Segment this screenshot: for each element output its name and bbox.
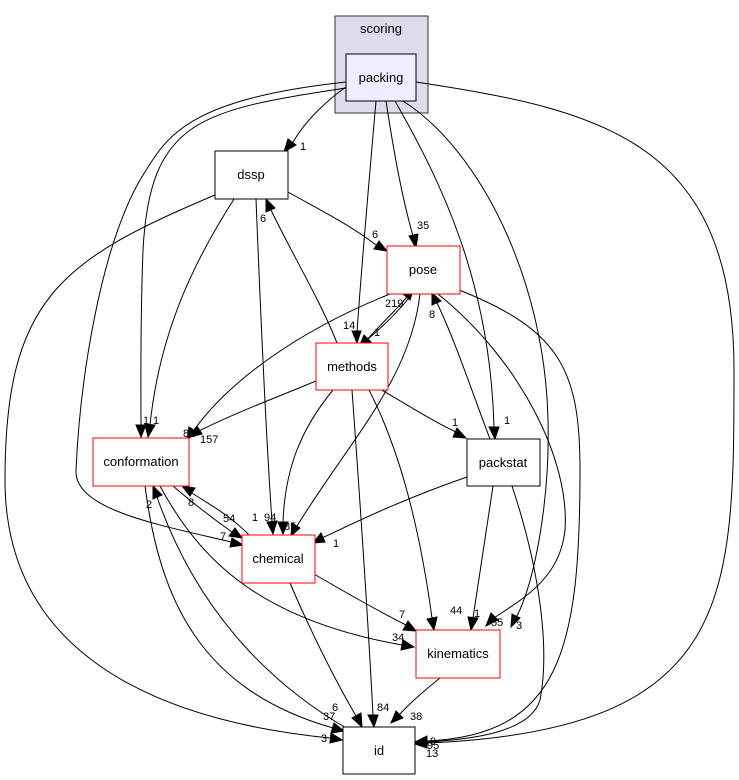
edge-packing-kinematics[interactable]: 3 <box>402 100 549 632</box>
edge-label: 7 <box>399 609 405 621</box>
node-label: chemical <box>252 551 303 566</box>
edge-label: 14 <box>343 320 355 332</box>
edge-label: 7 <box>220 531 226 543</box>
edge-label: 6 <box>372 229 378 241</box>
edge-label: 1 <box>452 417 458 429</box>
edge-methods-kinematics[interactable]: 44 <box>368 389 462 632</box>
node-label: conformation <box>103 454 178 469</box>
edge-label: 219 <box>385 298 403 310</box>
edges: 1 35 14 1 1 7 <box>4 81 735 760</box>
edge-packstat-id[interactable]: 9 <box>413 485 545 748</box>
edge-methods-chemical[interactable]: 94 <box>264 389 334 536</box>
edge-label: 1 <box>504 415 510 427</box>
node-label: pose <box>409 262 437 277</box>
edge-methods-packstat[interactable]: 1 <box>377 387 468 439</box>
edge-packing-packstat[interactable]: 1 <box>394 100 510 441</box>
nodes: packing dssp pose methods conformation p… <box>92 53 541 775</box>
edge-packstat-chemical[interactable]: 1 <box>311 476 468 550</box>
edge-pose-conformation[interactable]: 82 <box>183 293 391 442</box>
node-label: id <box>374 743 384 758</box>
edge-packing-methods[interactable]: 14 <box>343 100 377 345</box>
node-pose[interactable]: pose <box>386 245 461 295</box>
cluster-label: scoring <box>360 21 402 36</box>
edge-packing-pose[interactable]: 35 <box>385 100 429 250</box>
edge-conformation-chemical[interactable]: 54 <box>172 485 244 539</box>
edge-label: 44 <box>450 605 462 617</box>
edge-chemical-kinematics[interactable]: 7 <box>313 573 418 632</box>
node-packing[interactable]: packing <box>345 53 417 102</box>
node-label: kinematics <box>427 646 489 661</box>
node-chemical[interactable]: chemical <box>241 534 316 584</box>
edge-label: 35 <box>417 220 429 232</box>
edge-label: 38 <box>410 711 422 723</box>
edge-label: 1 <box>474 608 480 620</box>
node-label: packing <box>359 70 404 85</box>
node-label: methods <box>327 359 377 374</box>
edge-label: 94 <box>264 512 276 524</box>
node-kinematics[interactable]: kinematics <box>415 629 501 679</box>
edge-packstat-pose[interactable]: 8 <box>429 291 491 440</box>
edge-methods-dssp[interactable]: 6 <box>260 197 338 344</box>
edge-label: 8 <box>429 309 435 321</box>
edge-label: 3 <box>516 620 522 632</box>
edge-methods-pose[interactable]: 219 <box>363 285 415 344</box>
edge-label: 1 <box>333 538 339 550</box>
edge-packing-chemical[interactable]: 7 <box>75 81 347 548</box>
edge-packstat-kinematics[interactable]: 1 <box>467 485 494 632</box>
edge-label: 1 <box>143 415 149 427</box>
edge-label: 1 <box>252 512 258 524</box>
edge-methods-conformation[interactable]: 157 <box>188 380 317 446</box>
edge-label: 84 <box>377 702 389 714</box>
edge-label: 95 <box>427 740 439 752</box>
edge-label: 13 <box>426 748 438 760</box>
edge-methods-id[interactable]: 84 <box>351 389 389 729</box>
node-dssp[interactable]: dssp <box>214 150 289 200</box>
node-conformation[interactable]: conformation <box>92 437 190 487</box>
edge-conformation-kinematics[interactable]: 34 <box>159 485 416 651</box>
edge-dssp-id[interactable]: 3 <box>4 194 344 745</box>
edge-label: 82 <box>183 428 195 440</box>
edge-conformation-id[interactable]: 37 <box>144 485 346 734</box>
edge-id-conformation[interactable]: 2 <box>146 484 349 730</box>
edge-kinematics-id[interactable]: 38 <box>390 677 441 724</box>
edge-label: 1 <box>153 415 159 427</box>
node-label: dssp <box>237 167 264 182</box>
edge-dssp-pose[interactable]: 6 <box>287 191 389 252</box>
edge-chemical-id[interactable]: 6 <box>289 582 363 729</box>
node-packstat[interactable]: packstat <box>466 438 541 487</box>
edge-dssp-chemical[interactable]: 1 <box>252 198 278 536</box>
node-label: packstat <box>479 455 528 470</box>
edge-label: 6 <box>332 702 338 714</box>
edge-label: 2 <box>146 499 152 511</box>
edge-pose-kinematics[interactable]: 55 <box>437 293 566 629</box>
edge-label: 54 <box>223 513 235 525</box>
edge-label: 3 <box>321 733 327 745</box>
edge-label: 9 <box>430 736 436 748</box>
edge-packing-dssp[interactable]: 1 <box>283 86 347 154</box>
edge-pose-id[interactable]: 95 <box>413 289 581 752</box>
edge-label: 1 <box>300 141 306 153</box>
node-methods[interactable]: methods <box>315 342 389 391</box>
edge-packing-conformation[interactable]: 1 <box>135 87 347 439</box>
edge-label: 55 <box>491 617 503 629</box>
edge-label: 1 <box>374 327 380 339</box>
edge-chemical-conformation[interactable]: 8 <box>180 485 251 537</box>
node-id[interactable]: id <box>342 726 416 775</box>
edge-label: 34 <box>392 632 404 644</box>
edge-dssp-conformation[interactable]: 1 <box>144 198 235 439</box>
edge-label: 6 <box>260 213 266 225</box>
edge-label: 8 <box>188 497 194 509</box>
edge-label: 157 <box>200 434 218 446</box>
